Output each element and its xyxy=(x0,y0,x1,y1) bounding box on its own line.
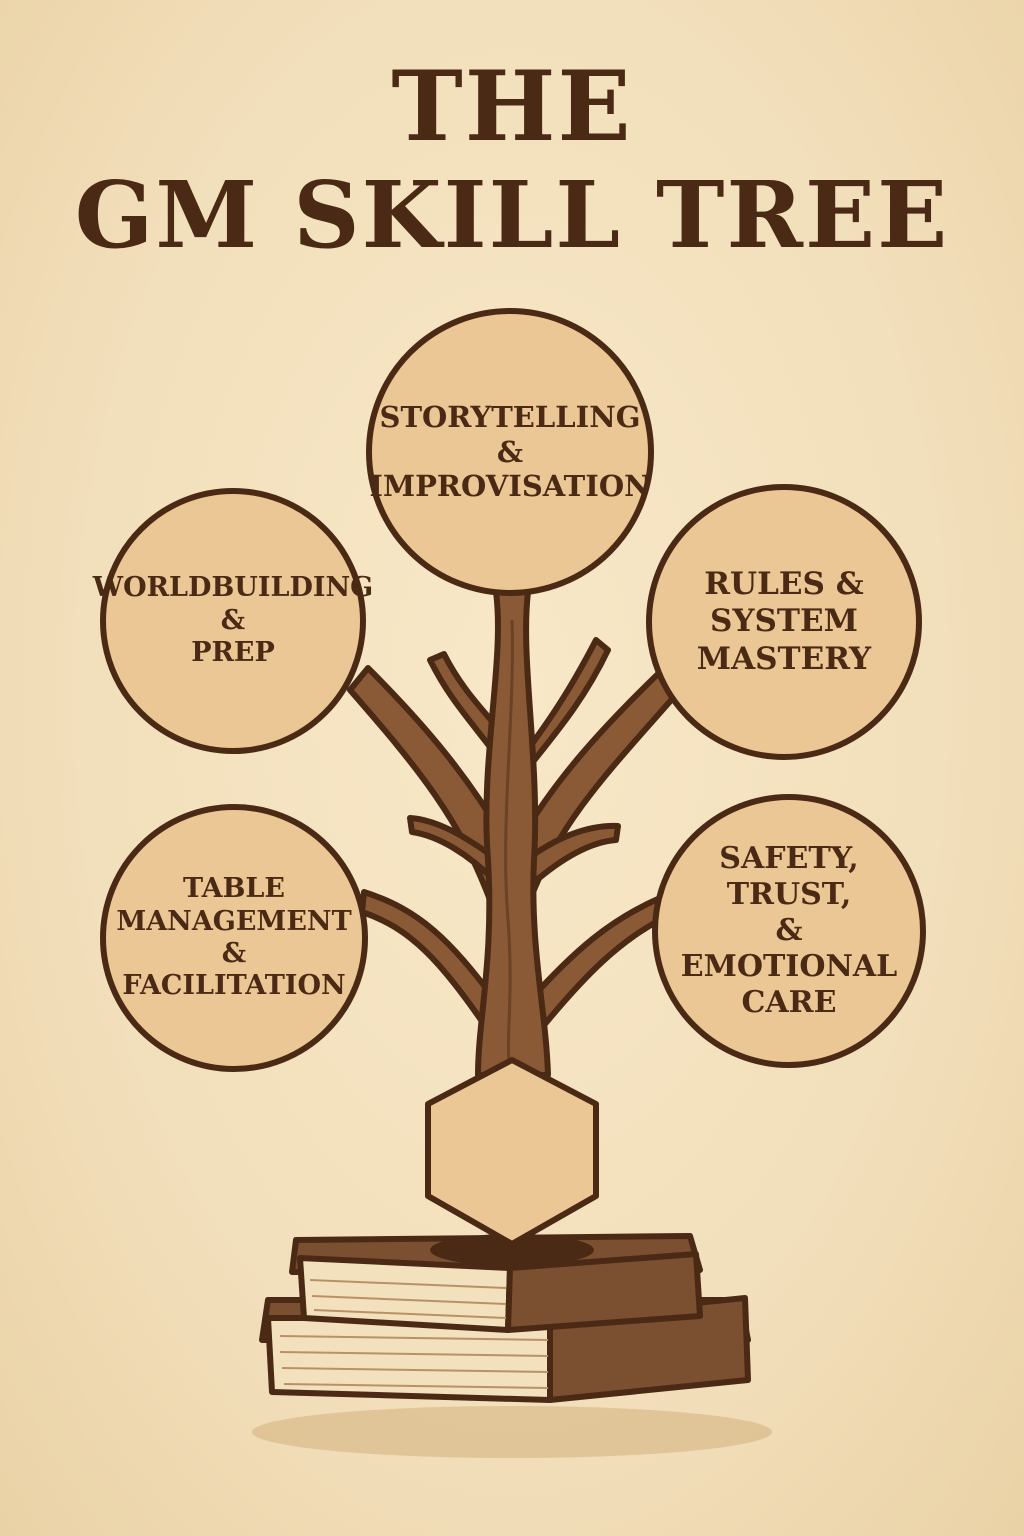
skill-node-rules: RULES & SYSTEM MASTERY xyxy=(646,484,922,760)
books-shadow xyxy=(252,1406,772,1458)
skill-node-safety: SAFETY, TRUST, & EMOTIONAL CARE xyxy=(652,794,926,1068)
node-text: SAFETY, xyxy=(719,841,858,877)
node-text: WORLDBUILDING xyxy=(93,572,373,604)
node-text: PREP xyxy=(191,637,275,669)
node-text: RULES & xyxy=(704,566,863,603)
node-text: & xyxy=(775,913,802,949)
top-book-pages xyxy=(300,1258,510,1330)
node-text: CARE xyxy=(742,985,837,1021)
node-text: & xyxy=(497,435,523,470)
branch-table xyxy=(362,892,495,1030)
skill-node-worldbuilding: WORLDBUILDING & PREP xyxy=(100,488,366,754)
skill-node-storytelling: STORYTELLING & IMPROVISATION xyxy=(366,308,654,596)
node-text: IMPROVISATION xyxy=(369,469,650,504)
branch-safety xyxy=(530,898,664,1030)
node-text: MANAGEMENT xyxy=(116,906,351,938)
node-text: FACILITATION xyxy=(122,970,345,1002)
d20-die-icon xyxy=(428,1060,596,1244)
skill-node-table: TABLE MANAGEMENT & FACILITATION xyxy=(100,804,368,1072)
node-text: & xyxy=(221,605,245,637)
node-text: TABLE xyxy=(183,873,285,905)
node-text: EMOTIONAL xyxy=(681,949,898,985)
node-text: TRUST, xyxy=(727,877,852,913)
node-text: MASTERY xyxy=(697,641,871,678)
node-text: STORYTELLING xyxy=(380,400,641,435)
top-book-spine xyxy=(508,1254,700,1330)
node-text: & xyxy=(222,938,246,970)
node-text: SYSTEM xyxy=(710,603,858,640)
